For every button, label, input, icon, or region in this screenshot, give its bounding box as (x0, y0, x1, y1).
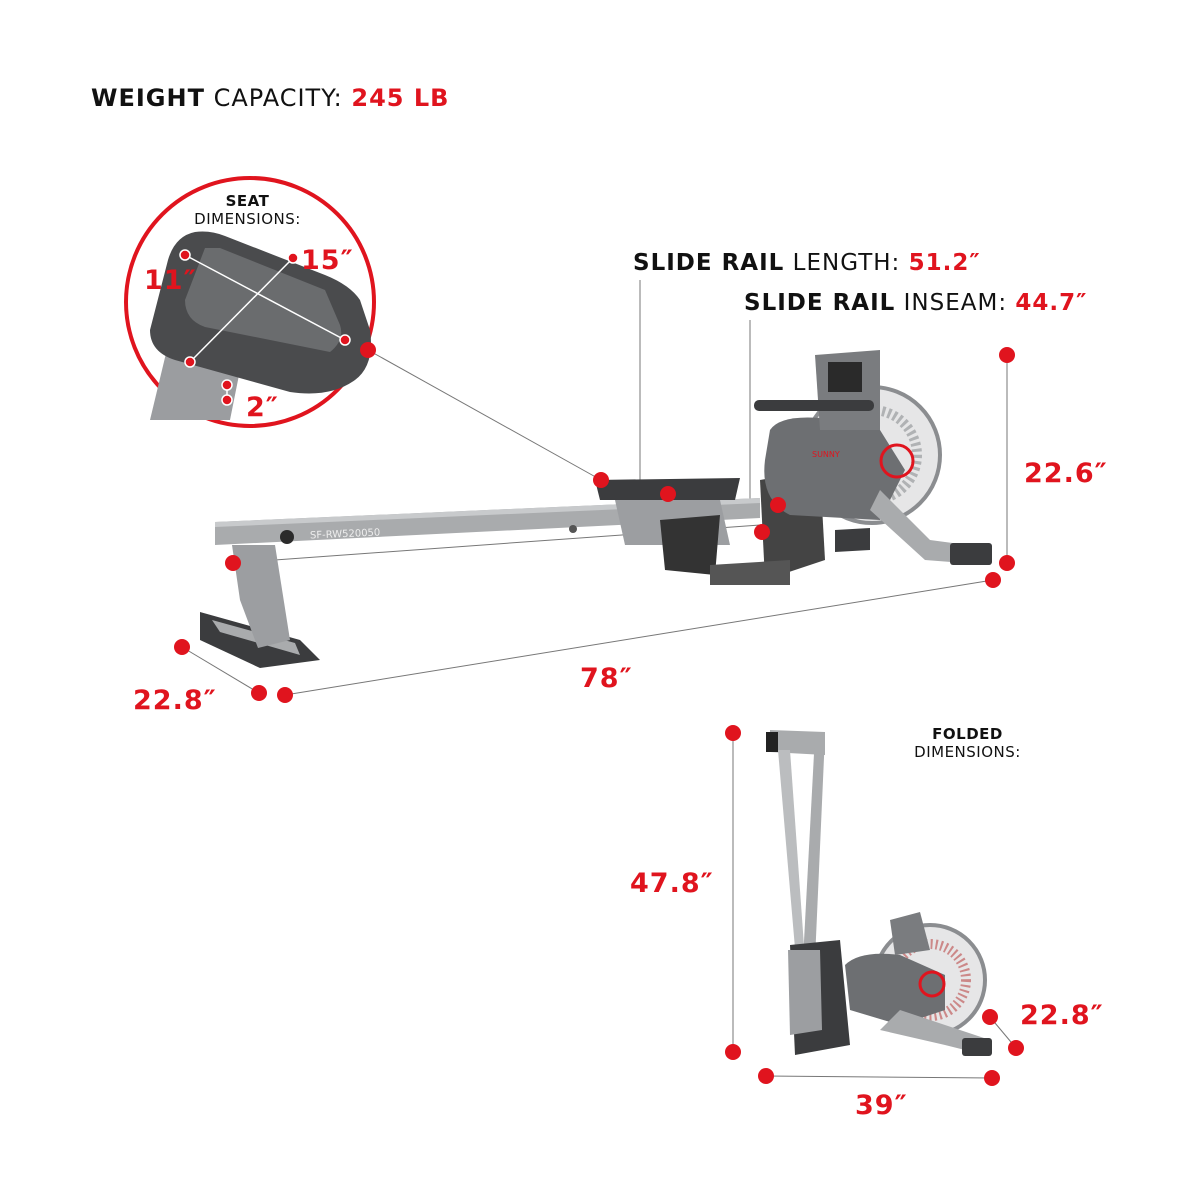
seat-thickness-value: 2″ (246, 392, 279, 423)
brand-logo: SUNNY (812, 450, 840, 459)
capacity-word: CAPACITY: (213, 84, 343, 112)
slide-rail-length-value: 51.2″ (908, 250, 981, 276)
slide-rail-length-bold: SLIDE RAIL (633, 250, 785, 276)
seat-width-value: 11″ (144, 265, 197, 296)
rowing-machine (200, 350, 992, 668)
weight-word: WEIGHT (91, 84, 205, 112)
machine-height-value: 22.6″ (1024, 458, 1108, 489)
seat-title-bold: SEAT (225, 192, 270, 210)
slide-rail-inseam-bold: SLIDE RAIL (744, 290, 896, 316)
slide-rail-inseam-word: INSEAM: (903, 290, 1008, 316)
machine-width-value: 22.8″ (133, 685, 217, 716)
folded-rowing-machine (766, 730, 992, 1056)
machine-length-value: 78″ (580, 663, 633, 694)
seat-title-regular: DIMENSIONS: (194, 210, 301, 228)
weight-capacity-label: WEIGHT CAPACITY: 245 LB (91, 84, 449, 112)
capacity-value: 245 LB (351, 84, 450, 112)
dimension-markers (174, 342, 1024, 1086)
slide-rail-inseam-value: 44.7″ (1015, 290, 1088, 316)
folded-title-bold: FOLDED (932, 725, 1003, 743)
seat-callout (124, 176, 376, 428)
slide-rail-length-label: SLIDE RAIL LENGTH: 51.2″ (633, 250, 981, 276)
slide-rail-length-word: LENGTH: (792, 250, 901, 276)
folded-length-value: 39″ (855, 1090, 908, 1121)
seat-length-value: 15″ (301, 245, 354, 276)
folded-width-value: 22.8″ (1020, 1000, 1104, 1031)
slide-rail-inseam-label: SLIDE RAIL INSEAM: 44.7″ (744, 290, 1087, 316)
folded-height-value: 47.8″ (630, 868, 714, 899)
folded-title-regular: DIMENSIONS: (914, 743, 1021, 761)
